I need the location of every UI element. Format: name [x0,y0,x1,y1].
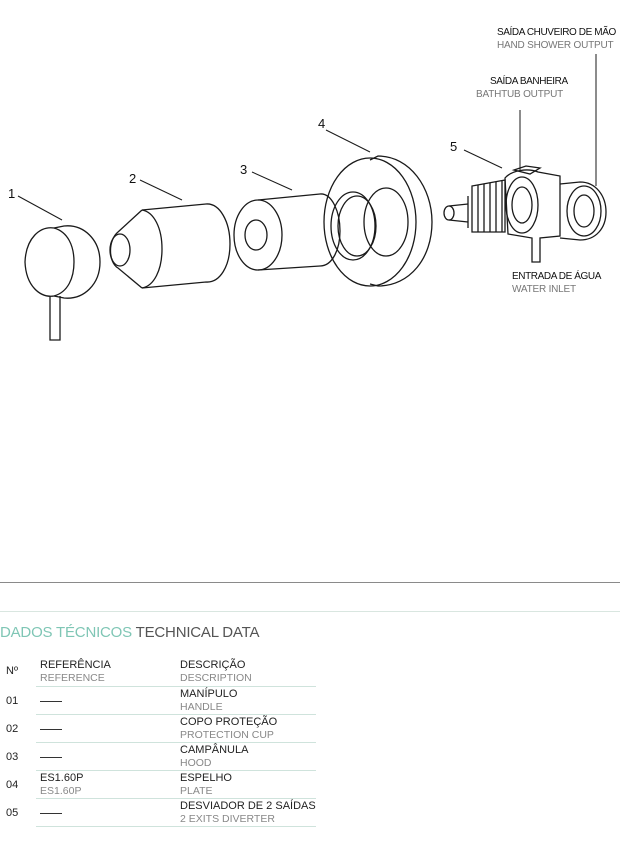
row-description-pt: MANÍPULO [180,688,238,700]
empty-reference-dash [40,700,62,702]
table-row: 05 DESVIADOR DE 2 SAÍDAS 2 EXITS DIVERTE… [0,798,316,827]
row-number: 05 [6,806,19,819]
row-description: ESPELHO PLATE [176,770,316,799]
table-row: 03 CAMPÂNULA HOOD [0,742,316,771]
row-description-pt: COPO PROTEÇÃO [180,716,278,728]
table-row: 01 MANÍPULO HANDLE [0,686,316,715]
table-row: 04 ES1.60P ES1.60P ESPELHO PLATE [0,770,316,799]
callout-2: 2 [129,171,137,186]
table-header-row: Nº REFERÊNCIA REFERENCE DESCRIÇÃO DESCRI… [0,656,316,687]
header-reference-en: REFERENCE [40,671,105,684]
row-description-en: PLATE [180,785,213,797]
header-number-label: Nº [6,664,18,677]
water-inlet-label-pt: ENTRADA DE ÁGUA [512,271,602,282]
bathtub-label-en: BATHTUB OUTPUT [476,89,564,100]
row-description-pt: CAMPÂNULA [180,744,249,756]
header-reference: REFERÊNCIA REFERENCE [36,656,176,687]
callout-4: 4 [318,116,326,131]
part-handle [24,225,101,341]
callout-3: 3 [240,162,248,177]
row-reference-pt: ES1.60P [40,772,84,784]
row-description-en: PROTECTION CUP [180,729,274,741]
row-description-en: HOOD [180,757,212,769]
row-description: MANÍPULO HANDLE [176,686,316,715]
row-description: DESVIADOR DE 2 SAÍDAS 2 EXITS DIVERTER [176,798,316,827]
divider-line-light [0,611,620,612]
header-description-en: DESCRIPTION [180,671,252,684]
empty-reference-dash [40,812,62,814]
row-number: 02 [6,722,19,735]
row-description-pt: DESVIADOR DE 2 SAÍDAS [180,800,316,812]
empty-reference-dash [40,756,62,758]
row-reference: ES1.60P ES1.60P [36,770,176,799]
row-reference-en: ES1.60P [40,785,82,797]
row-description-pt: ESPELHO [180,772,232,784]
part-hood [233,193,341,271]
row-reference [36,742,176,771]
row-number: 01 [6,694,19,707]
hand-shower-label-pt: SAÍDA CHUVEIRO DE MÃO [497,27,616,38]
table-row: 02 COPO PROTEÇÃO PROTECTION CUP [0,714,316,743]
row-number: 04 [6,778,19,791]
hand-shower-label-en: HAND SHOWER OUTPUT [497,40,614,51]
row-reference [36,714,176,743]
part-diverter [443,54,607,263]
divider-line [0,582,620,583]
row-description: COPO PROTEÇÃO PROTECTION CUP [176,714,316,743]
header-description-pt: DESCRIÇÃO [180,658,246,671]
header-description: DESCRIÇÃO DESCRIPTION [176,656,316,687]
header-reference-pt: REFERÊNCIA [40,658,111,671]
callout-5: 5 [450,139,458,154]
exploded-view-diagram [17,54,607,341]
row-description-en: 2 EXITS DIVERTER [180,813,275,825]
water-inlet-label-en: WATER INLET [512,284,576,295]
header-number: Nº [0,656,36,687]
empty-reference-dash [40,728,62,730]
section-title-en: TECHNICAL DATA [135,624,260,641]
row-reference [36,798,176,827]
row-description-en: HANDLE [180,701,223,713]
part-plate [323,155,433,287]
callout-1: 1 [8,186,16,201]
part-protection-cup [109,203,231,289]
section-title: DADOS TÉCNICOS TECHNICAL DATA [0,624,259,641]
row-number: 03 [6,750,19,763]
section-title-pt: DADOS TÉCNICOS [0,624,132,641]
technical-data-table: Nº REFERÊNCIA REFERENCE DESCRIÇÃO DESCRI… [0,656,316,827]
row-reference [36,686,176,715]
bathtub-label-pt: SAÍDA BANHEIRA [490,76,568,87]
row-description: CAMPÂNULA HOOD [176,742,316,771]
